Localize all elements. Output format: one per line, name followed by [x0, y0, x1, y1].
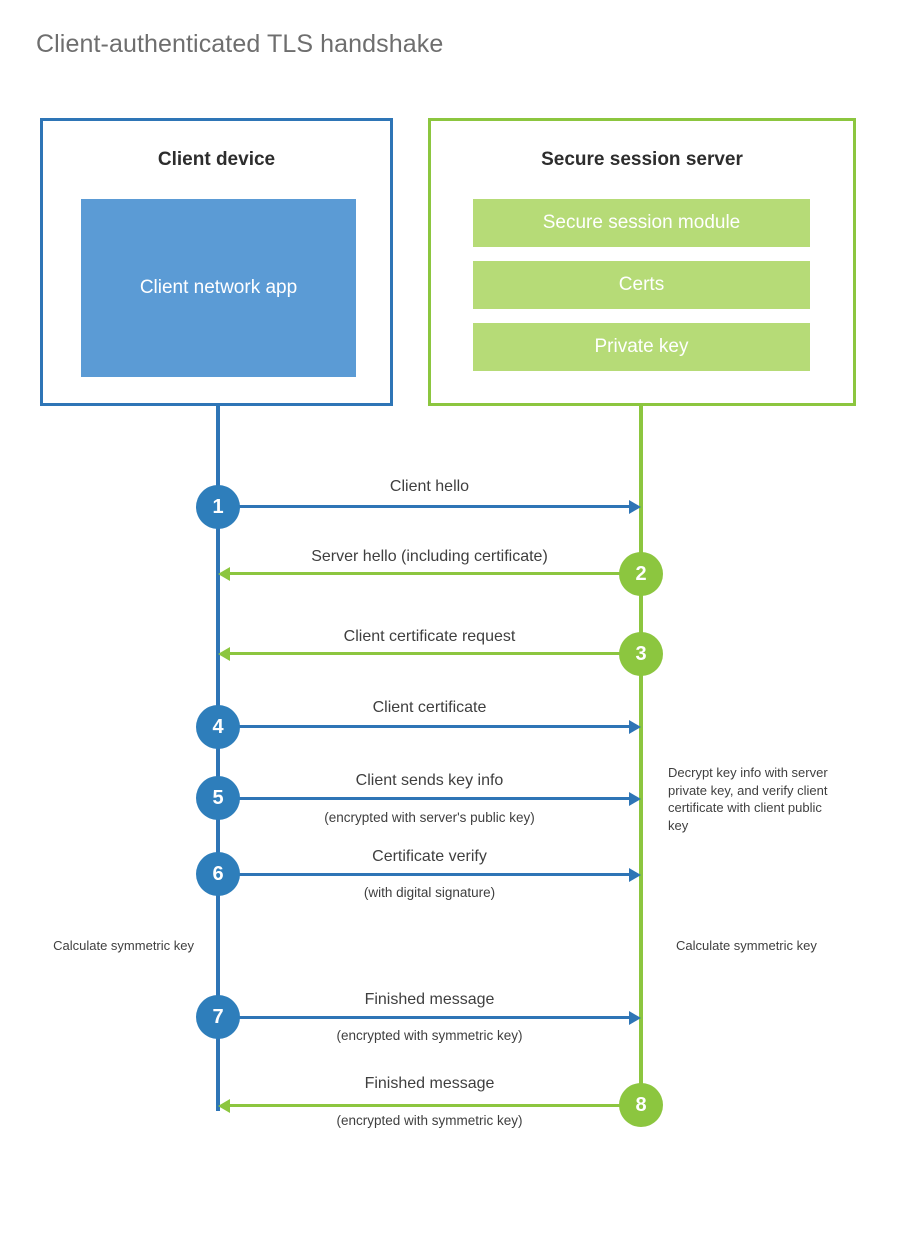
step-1-arrow — [218, 499, 641, 514]
step-5-marker[interactable]: 5 — [196, 776, 240, 820]
server-component-private-key: Private key — [473, 323, 810, 371]
step-5-sublabel: (encrypted with server's public key) — [324, 810, 535, 825]
server-lifeline — [639, 405, 643, 1111]
client-network-app-block: Client network app — [81, 199, 356, 377]
step-6-arrow — [218, 867, 641, 882]
step-7-sublabel: (encrypted with symmetric key) — [336, 1028, 523, 1043]
secure-session-server-title: Secure session server — [541, 149, 743, 170]
step-6-label: Certificate verify — [372, 848, 487, 865]
server-calculate-symmetric-key-note: Calculate symmetric key — [676, 938, 817, 953]
server-components-list: Secure session module Certs Private key — [473, 199, 810, 371]
secure-session-server-box: Secure session server Secure session mod… — [428, 118, 856, 406]
arrowhead-right-icon — [629, 791, 641, 806]
page-title: Client-authenticated TLS handshake — [36, 30, 444, 58]
step-8-marker[interactable]: 8 — [619, 1083, 663, 1127]
step-3-arrow — [218, 646, 641, 661]
arrowhead-right-icon — [629, 867, 641, 882]
step-8-sublabel: (encrypted with symmetric key) — [336, 1113, 523, 1128]
client-device-title: Client device — [157, 149, 276, 170]
arrowhead-right-icon — [629, 1010, 641, 1025]
arrowhead-left-icon — [218, 566, 230, 581]
step-3-label: Client certificate request — [343, 628, 516, 645]
step-7-marker[interactable]: 7 — [196, 995, 240, 1039]
step-4-marker[interactable]: 4 — [196, 705, 240, 749]
step-1-label: Client hello — [389, 478, 470, 495]
step-3-marker[interactable]: 3 — [619, 632, 663, 676]
server-component-certs: Certs — [473, 261, 810, 309]
step-2-arrow — [218, 566, 641, 581]
arrowhead-right-icon — [629, 499, 641, 514]
step-5-arrow — [218, 791, 641, 806]
step-6-sublabel: (with digital signature) — [363, 885, 496, 900]
step-8-arrow — [218, 1098, 641, 1113]
step-4-label: Client certificate — [372, 699, 487, 716]
step-6-marker[interactable]: 6 — [196, 852, 240, 896]
server-component-secure-session-module: Secure session module — [473, 199, 810, 247]
server-decrypt-note: Decrypt key info with server private key… — [668, 765, 828, 833]
step-2-label: Server hello (including certificate) — [311, 548, 548, 565]
step-5-label: Client sends key info — [355, 772, 504, 789]
client-calculate-symmetric-key-note: Calculate symmetric key — [53, 938, 194, 953]
step-4-arrow — [218, 719, 641, 734]
arrowhead-left-icon — [218, 1098, 230, 1113]
client-device-box: Client device Client network app — [40, 118, 393, 406]
arrowhead-right-icon — [629, 719, 641, 734]
step-7-label: Finished message — [364, 991, 495, 1008]
client-lifeline — [216, 405, 220, 1111]
step-1-marker[interactable]: 1 — [196, 485, 240, 529]
step-7-arrow — [218, 1010, 641, 1025]
step-8-label: Finished message — [364, 1075, 495, 1092]
arrowhead-left-icon — [218, 646, 230, 661]
step-2-marker[interactable]: 2 — [619, 552, 663, 596]
